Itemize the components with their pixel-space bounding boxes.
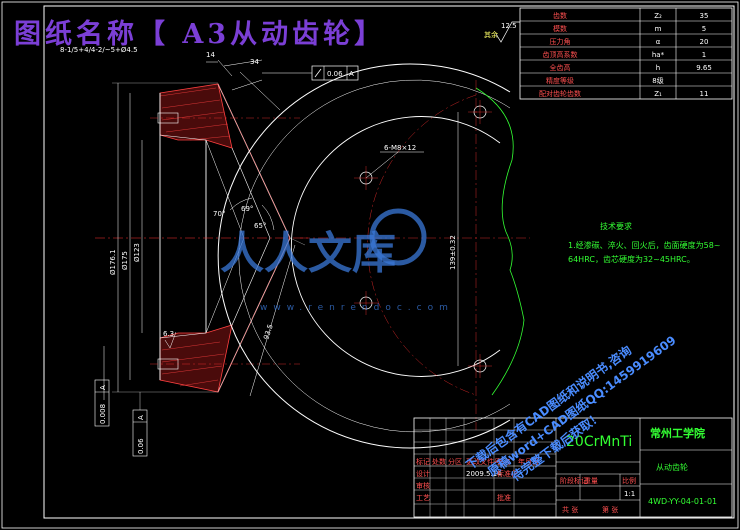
stamp-line-2: 原稿word+CAD图纸QQ:1459919609 [485,332,679,479]
tb-h1: 标记 [416,457,430,466]
param-sym-2: α [656,38,661,46]
tol-value: 0.06 [327,70,343,78]
tb-school: 常州工学院 [650,426,705,440]
drawing-title: 图纸名称【 A3从动齿轮】 [14,19,386,50]
tb-h2: 处数 [432,457,446,466]
param-name-0: 齿数 [553,11,567,20]
technical-requirements: 技术要求 1.经渗碳、淬火、回火后，齿面硬度为58~ 64HRC，齿芯硬度为32… [568,221,721,264]
parameter-table: 齿数 Z₂ 35 模数 m 5 压力角 α 20 齿顶高系数 ha* 1 全齿高… [519,7,733,100]
tb-h12: 阶段标记 [560,476,588,485]
rough-value: 12.5 [501,22,517,30]
param-name-4: 全齿高 [550,63,571,72]
tech-line-1: 1.经渗碳、淬火、回火后，齿面硬度为58~ [568,240,721,250]
tb-h7: 设计 [416,469,430,478]
dim-14: 14 [206,51,215,59]
tb-material: 20CrMnTi [566,434,632,450]
tb-h6: 年月日 [518,457,539,466]
top-code: 8-1/5+4/4-2/~5+Ø4.5 [60,46,138,54]
param-name-1: 模数 [553,24,567,33]
datum-b-ref: A [99,385,107,390]
dim-139: 139±0.32 [449,235,457,270]
tech-heading: 技术要求 [600,221,632,231]
dim-34: 34 [250,58,259,66]
tb-h13: 重量 [584,477,598,485]
param-val-0: 35 [700,12,709,20]
tb-h8: 标准化 [497,469,518,478]
section-roughness: 6.3 [163,330,177,349]
tb-h15: 共 张 [562,505,578,514]
tb-h16: 第 张 [602,505,618,514]
tech-line-2: 64HRC，齿芯硬度为32~45HRC。 [568,254,695,264]
tb-h9: 审核 [416,481,430,490]
roughness-note: 其余 12.5 [484,21,520,43]
tb-h14: 比例 [622,476,636,485]
param-name-5: 精度等级 [546,76,574,85]
tb-h5: 签名 [497,457,511,466]
tb-h10: 工艺 [416,494,430,502]
param-sym-0: Z₂ [654,12,662,20]
tb-h4: 更改文件号 [466,457,501,466]
inner-frame [43,5,735,519]
param-val-3: 1 [702,51,706,59]
tb-h3: 分区 [448,457,462,466]
tb-date: 2009.5.14 [466,470,502,478]
angle-65: 65° [254,222,266,230]
datum-boxes: 0.008 A 0.06 A [94,379,148,457]
param-name-3: 齿顶高系数 [543,50,578,59]
param-sym-4: h [656,64,660,72]
tb-part: 从动齿轮 [656,462,688,472]
geometric-tolerance: 0.06 A [262,65,359,81]
angle-69: 69° [241,205,253,213]
tb-h11: 批准 [497,493,511,502]
param-sym-3: ha* [652,51,665,59]
param-val-5: 8级 [652,76,663,85]
param-name-6: 配对齿轮齿数 [539,89,581,98]
front-view-dimensions: 6-M8×12 139±0.32 [365,112,459,366]
tb-scale: 1:1 [624,490,635,498]
dim-d175: Ø175 [121,251,129,270]
gear-front-view [217,63,530,449]
param-val-2: 20 [700,38,709,46]
watermark-url: www.renrendoc.com [260,303,454,313]
datum-a-ref: A [137,415,145,420]
param-val-1: 5 [702,25,706,33]
param-sym-1: m [655,25,662,33]
param-val-6: 11 [700,90,709,98]
dim-d123: Ø123 [133,243,141,262]
gear-section-view [95,83,310,393]
datum-b-value: 0.008 [99,404,107,424]
angle-dimensions: 70° 69° 65° [213,197,275,231]
holes-callout: 6-M8×12 [384,144,416,152]
diameter-dimensions: Ø176.1 Ø175 Ø123 [103,82,218,400]
param-name-2: 压力角 [550,37,571,46]
rough-note-label: 其余 [484,30,498,39]
tb-code: 4WD-YY-04-01-01 [648,497,717,506]
top-dimensions: 14 34 8-1/5+4/4-2/~5+Ø4.5 [60,46,281,111]
dim-d176: Ø176.1 [109,249,117,275]
datum-a-value: 0.06 [137,438,145,454]
angle-70: 70° [213,210,225,218]
rough-63: 6.3 [163,330,174,338]
watermark-text: 人人文库 [220,228,396,279]
param-sym-6: Z₁ [654,90,662,98]
title-block: 标记 处数 分区 更改文件号 签名 年月日 设计 2009.5.14 标准化 审… [413,417,733,518]
watermark: 人人文库 www.renrendoc.com [220,208,454,313]
param-val-4: 9.65 [696,64,712,72]
tol-ref: A [349,70,354,78]
dim-935-label: 93.5 [262,323,274,340]
